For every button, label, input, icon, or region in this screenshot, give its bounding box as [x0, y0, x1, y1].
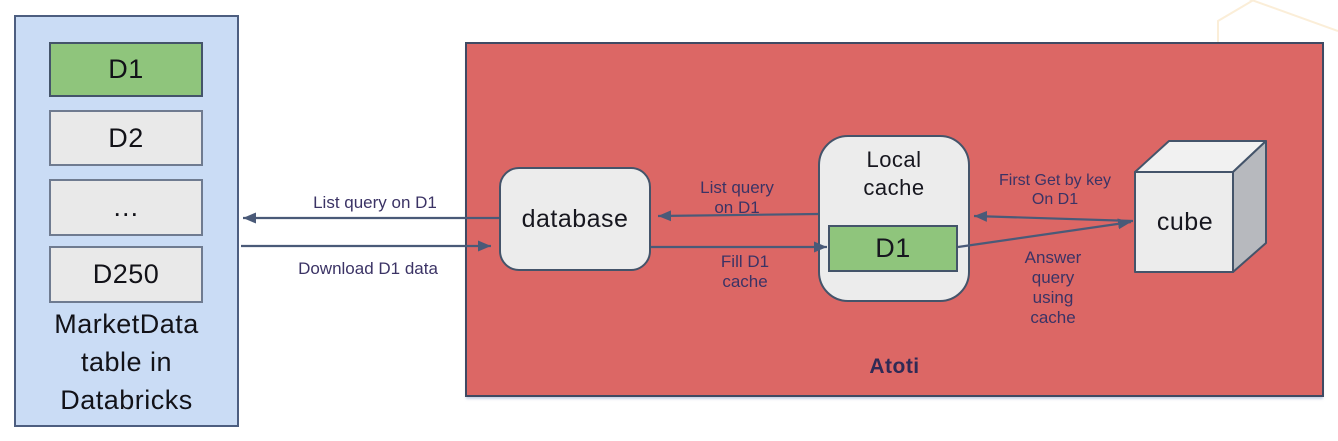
database-node: database	[499, 167, 651, 271]
table-row-ellipsis: …	[49, 179, 203, 236]
table-row-label: D2	[108, 122, 144, 153]
table-row-d2: D2	[49, 110, 203, 166]
table-row-label: …	[112, 192, 140, 222]
decor-line-left	[1217, 0, 1256, 42]
flow-label-fill-cache: Fill D1 cache	[720, 252, 770, 291]
cache-entry-label: D1	[875, 233, 911, 263]
cube-label: cube	[1156, 208, 1214, 236]
databricks-panel-caption: MarketData table in Databricks	[54, 309, 199, 415]
cache-entry-d1: D1	[828, 225, 958, 272]
decor-line-right	[1248, 0, 1338, 32]
flow-label-list-query-outer: List query on D1	[313, 193, 437, 212]
atoti-title: Atoti	[869, 355, 920, 378]
local-cache-label: Local cache	[863, 147, 925, 200]
table-row-d1: D1	[49, 42, 203, 97]
database-label: database	[521, 204, 629, 233]
local-cache-node	[818, 135, 970, 302]
flow-label-answer: Answer query using cache	[1024, 248, 1082, 327]
table-row-label: D1	[108, 54, 144, 84]
table-row-label: D250	[92, 259, 160, 289]
flow-label-list-query-inner: List query on D1	[700, 178, 774, 217]
flow-label-download: Download D1 data	[298, 259, 438, 278]
table-row-d250: D250	[49, 246, 203, 303]
flow-label-first-get: First Get by key On D1	[998, 172, 1112, 208]
